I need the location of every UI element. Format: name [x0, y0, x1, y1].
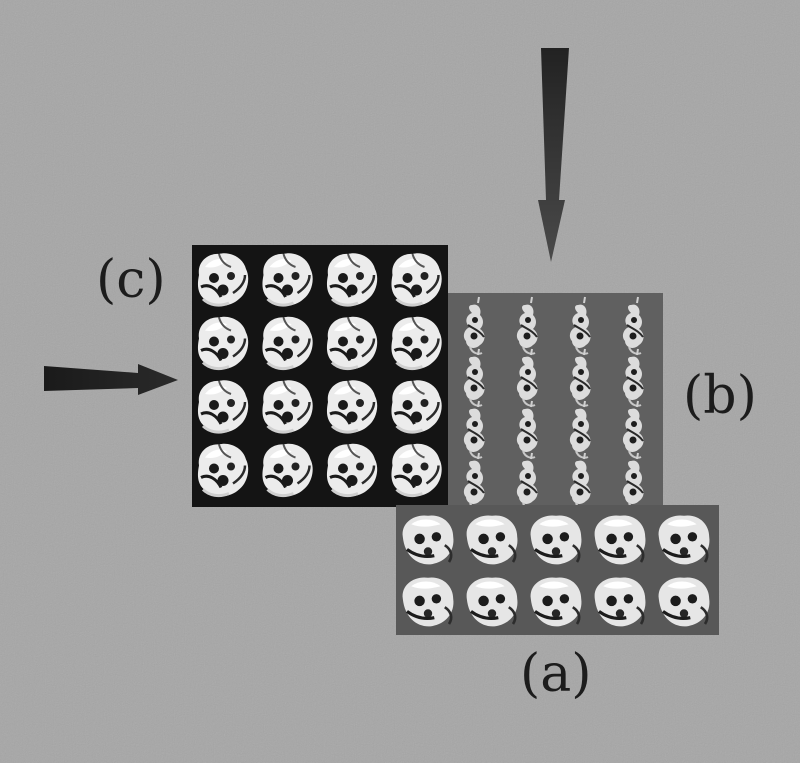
label-a: (a): [520, 644, 592, 704]
panel-c-front-view-grid: [192, 245, 448, 507]
arrow-from-left: [44, 364, 178, 395]
label-c: (c): [96, 250, 166, 310]
panel-a-tilted-view-grid: [396, 505, 719, 635]
arrow-from-top: [538, 48, 569, 262]
label-b: (b): [683, 366, 757, 426]
panel-b-side-view-grid: [445, 293, 663, 513]
